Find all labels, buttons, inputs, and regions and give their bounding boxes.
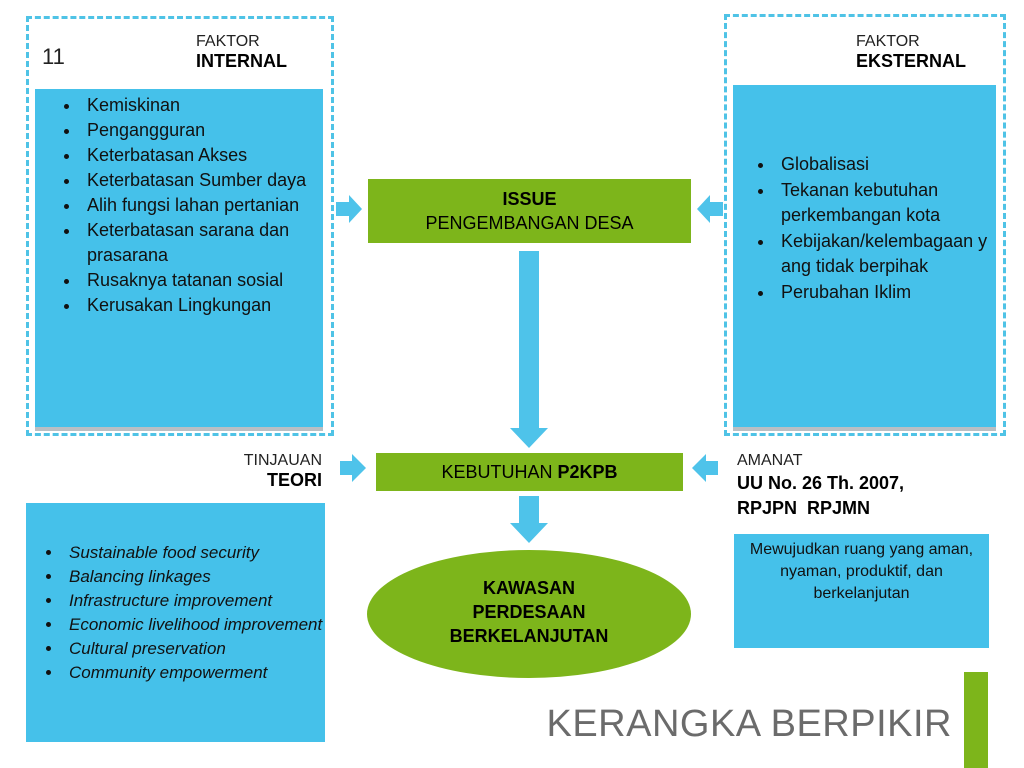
list-item: Kerusakan Lingkungan <box>81 293 323 318</box>
arrow-internal-to-issue <box>336 195 362 223</box>
amanat-box-text: Mewujudkan ruang yang aman, nyaman, prod… <box>749 541 974 602</box>
arrow-amanat-to-kebutuhan <box>692 454 718 482</box>
list-item: Keterbatasan Sumber daya <box>81 168 323 193</box>
kebutuhan-box: KEBUTUHAN P2KPB <box>376 453 683 491</box>
internal-factors-list: Kemiskinan Pengangguran Keterbatasan Aks… <box>35 93 323 318</box>
title-accent-bar <box>964 672 988 768</box>
kawasan-ellipse: KAWASAN PERDESAAN BERKELANJUTAN <box>367 550 691 678</box>
tinjauan-header: TINJAUAN TEORI <box>190 452 322 491</box>
list-item: Alih fungsi lahan pertanian <box>81 193 323 218</box>
arrow-teori-to-kebutuhan <box>340 454 366 482</box>
list-item: Infrastructure improvement <box>63 589 325 613</box>
list-item: Perubahan Iklim <box>775 280 996 306</box>
list-item: Community empowerment <box>63 661 325 685</box>
internal-label-bold: INTERNAL <box>196 51 287 71</box>
tinjauan-teori-box: Sustainable food security Balancing link… <box>26 503 325 742</box>
issue-title: ISSUE <box>502 189 557 209</box>
kebutuhan-prefix: KEBUTUHAN <box>441 462 558 482</box>
list-item: Globalisasi <box>775 152 996 178</box>
amanat-label-small: AMANAT <box>737 452 803 469</box>
list-item: Sustainable food security <box>63 541 325 565</box>
arrow-external-to-issue <box>697 195 723 223</box>
amanat-line1: UU No. 26 Th. 2007, <box>737 473 905 493</box>
list-item: Keterbatasan sarana dan prasarana <box>81 218 323 268</box>
amanat-header: AMANAT UU No. 26 Th. 2007, RPJPN RPJMN <box>737 452 997 520</box>
tinjauan-teori-list: Sustainable food security Balancing link… <box>26 541 325 685</box>
list-item: Balancing linkages <box>63 565 325 589</box>
list-item: Kebijakan/kelembagaan yang tidak berpiha… <box>775 229 996 280</box>
list-item: Rusaknya tatanan sosial <box>81 268 323 293</box>
list-item: Cultural preservation <box>63 637 325 661</box>
arrow-issue-to-kebutuhan <box>510 251 548 448</box>
external-factors-list: Globalisasi Tekanan kebutuhan perkembang… <box>733 152 996 305</box>
internal-factors-box: Kemiskinan Pengangguran Keterbatasan Aks… <box>35 89 323 427</box>
list-item: Kemiskinan <box>81 93 323 118</box>
kawasan-line1: KAWASAN <box>482 578 575 598</box>
arrow-kebutuhan-to-kawasan <box>510 496 548 543</box>
internal-label-small: FAKTOR <box>196 33 260 50</box>
list-item: Economic livelihood improvement <box>63 613 325 637</box>
slide-number: 11 <box>42 44 65 69</box>
kebutuhan-bold: P2KPB <box>557 462 618 482</box>
slide-title: KERANGKA BERPIKIR <box>546 703 952 745</box>
external-header: FAKTOR EKSTERNAL <box>856 33 986 72</box>
external-frame <box>724 14 1006 436</box>
internal-frame <box>26 16 334 436</box>
external-label-bold: EKSTERNAL <box>856 51 967 71</box>
list-item: Keterbatasan Akses <box>81 143 323 168</box>
tinjauan-label-small: TINJAUAN <box>243 452 322 469</box>
kawasan-line2: PERDESAAN <box>472 602 586 622</box>
issue-box: ISSUE PENGEMBANGAN DESA <box>368 179 691 243</box>
amanat-line2: RPJPN RPJMN <box>737 498 871 518</box>
external-factors-box: Globalisasi Tekanan kebutuhan perkembang… <box>733 85 996 427</box>
issue-subtitle: PENGEMBANGAN DESA <box>425 213 634 233</box>
internal-header: FAKTOR INTERNAL <box>196 33 308 72</box>
kawasan-line3: BERKELANJUTAN <box>449 626 609 646</box>
list-item: Tekanan kebutuhan perkembangan kota <box>775 178 996 229</box>
tinjauan-label-bold: TEORI <box>266 470 322 490</box>
amanat-box: Mewujudkan ruang yang aman, nyaman, prod… <box>734 534 989 648</box>
list-item: Pengangguran <box>81 118 323 143</box>
external-label-small: FAKTOR <box>856 33 920 50</box>
